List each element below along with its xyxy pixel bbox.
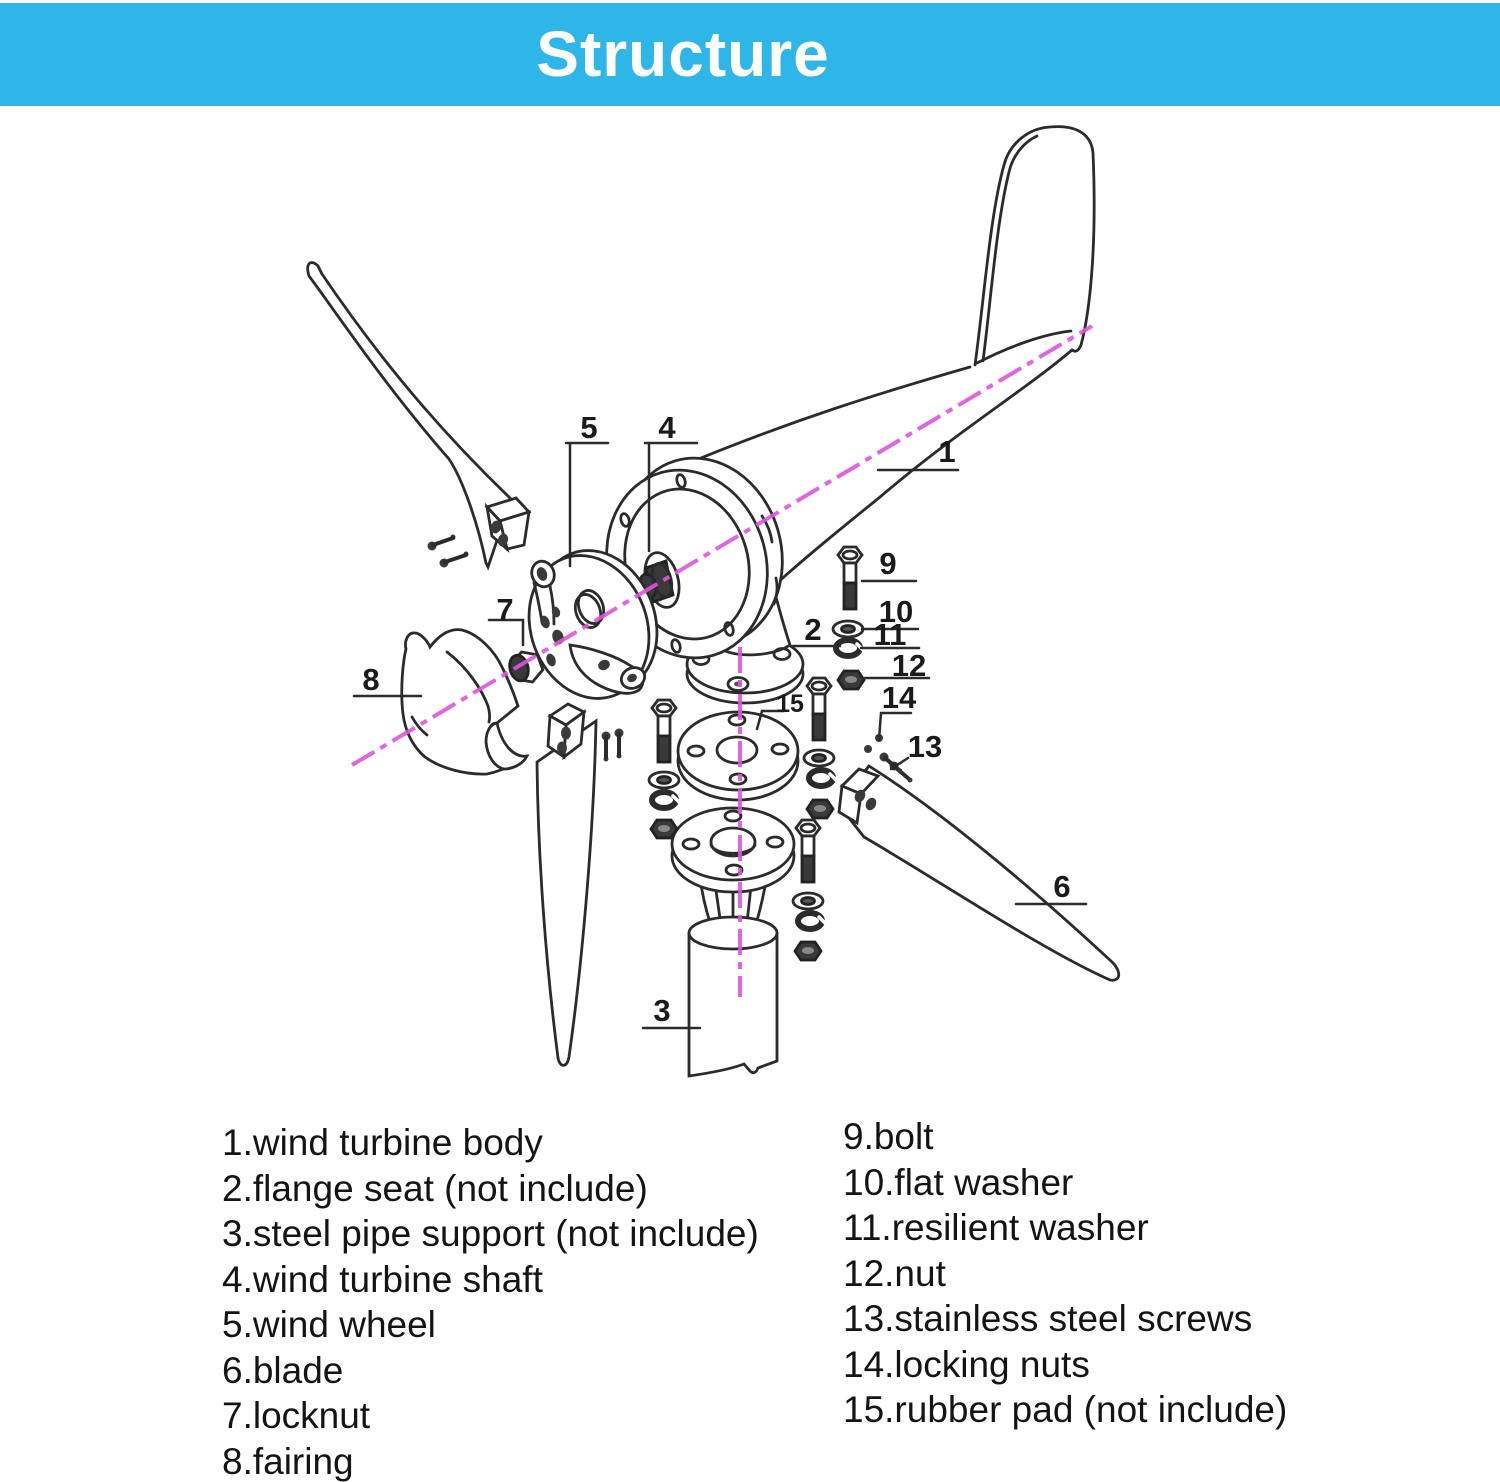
part-label-12: 12 (892, 648, 926, 683)
part-label-8: 8 (362, 662, 379, 697)
header-banner: Structure (0, 3, 1500, 106)
turbine-body (605, 125, 1096, 660)
part-label-13: 13 (908, 729, 942, 764)
bolt-set-lower-right (791, 818, 825, 962)
legend-left-column: 1.wind turbine body 2.flange seat (not i… (222, 1120, 759, 1482)
legend-item: 10.flat washer (843, 1161, 1074, 1203)
blade-upper-left (306, 261, 532, 571)
legend-item: 3.steel pipe support (not include) (222, 1213, 759, 1254)
bolt-set-mid-right (802, 676, 836, 820)
legend-item: 11.resilient washer (843, 1207, 1149, 1248)
leader-5 (564, 441, 610, 568)
part-label-3: 3 (653, 993, 670, 1028)
leader-15 (755, 709, 786, 731)
leader-13 (889, 756, 910, 771)
part-label-6: 6 (1053, 869, 1070, 904)
part-label-1: 1 (938, 434, 955, 469)
bolt-set-upper-right (831, 545, 864, 691)
legend-item: 12.nut (843, 1252, 946, 1294)
leader-7 (487, 618, 525, 647)
turbine-shaft (638, 551, 681, 609)
part-label-14: 14 (882, 680, 917, 715)
part-label-2: 2 (804, 612, 821, 647)
locknut (508, 650, 545, 684)
legend-item: 4.wind turbine shaft (222, 1258, 543, 1300)
legend-item: 5.wind wheel (222, 1304, 436, 1345)
part-label-4: 4 (658, 410, 676, 445)
blade-lower (535, 702, 624, 1067)
part-label-11: 11 (874, 617, 907, 652)
centerline-rotor-axis (350, 324, 1094, 767)
legend-item: 9.bolt (843, 1116, 934, 1157)
wind-wheel (527, 549, 659, 700)
support-flange (670, 806, 796, 894)
legend-item: 6.blade (222, 1349, 344, 1391)
leader-4 (643, 441, 699, 553)
leader-14 (877, 711, 913, 742)
legend-item: 8.fairing (222, 1440, 354, 1482)
steel-pipe-support (687, 867, 779, 1078)
part-label-10: 10 (879, 594, 913, 629)
legend-item: 1.wind turbine body (222, 1122, 543, 1163)
callout-leaders (352, 441, 1088, 1030)
part-label-9: 9 (879, 546, 896, 581)
blade-right (837, 764, 1121, 982)
legend-item: 13.stainless steel screws (843, 1298, 1253, 1339)
legend-item: 2.flange seat (not include) (222, 1167, 648, 1209)
bolt-set-left (647, 698, 679, 840)
legend-item: 7.locknut (222, 1395, 371, 1436)
tail-fin (973, 125, 1096, 367)
callout-labels: 1 2 3 4 5 6 7 8 9 10 11 12 13 14 15 (362, 410, 1070, 1028)
part-label-15: 15 (776, 690, 804, 718)
part-label-5: 5 (580, 410, 597, 445)
fairing (400, 628, 530, 776)
legend-item: 15.rubber pad (not include) (843, 1389, 1288, 1430)
legend-right-column: 9.bolt 10.flat washer 11.resilient washe… (843, 1114, 1287, 1433)
part-label-7: 7 (496, 592, 513, 627)
page-title: Structure (536, 18, 830, 90)
legend-item: 14.locking nuts (843, 1343, 1090, 1385)
